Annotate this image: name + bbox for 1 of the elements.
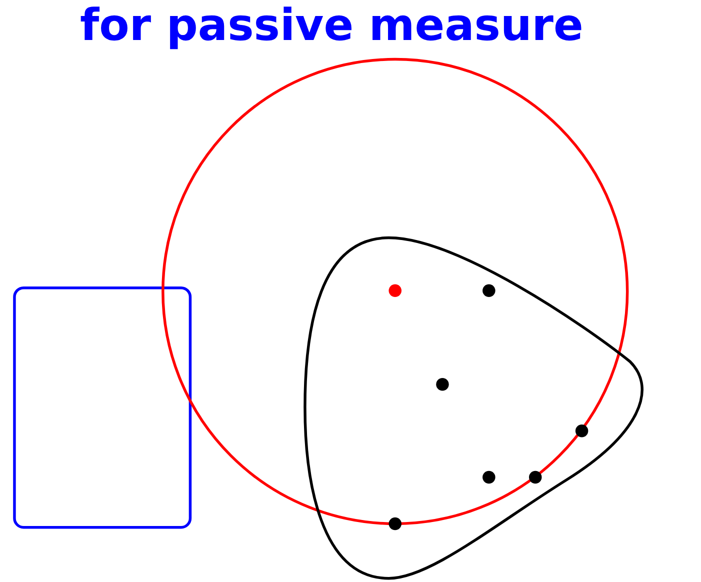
heading-text: for passive measure: [80, 0, 584, 52]
